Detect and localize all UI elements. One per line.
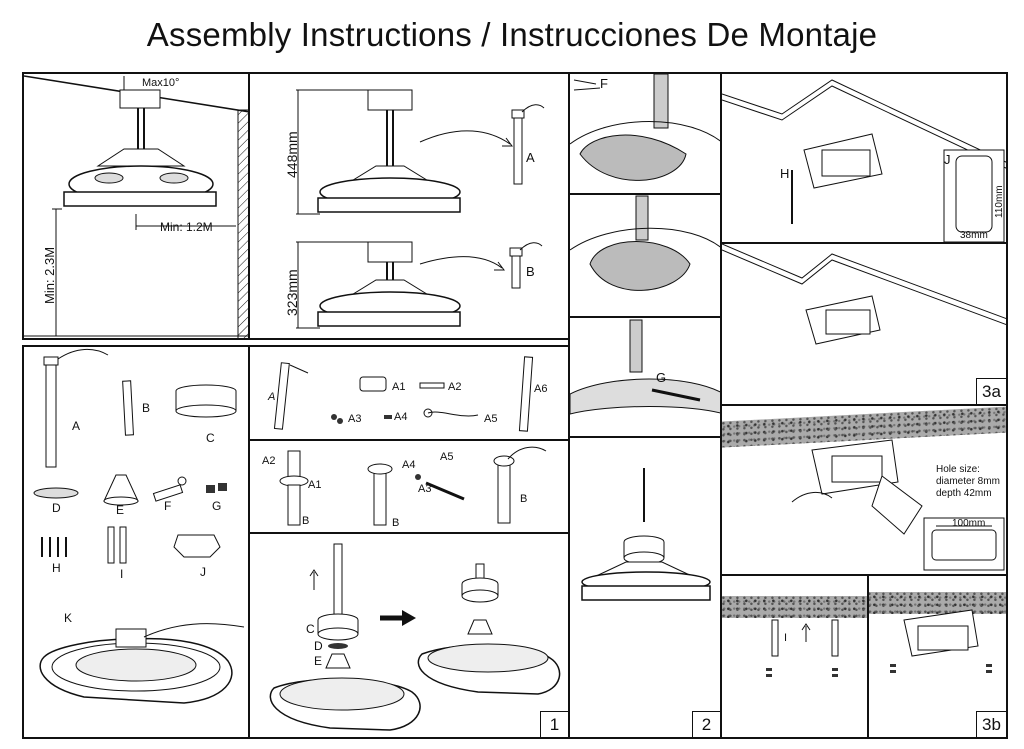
- rod-part-a-label: A: [268, 391, 276, 403]
- rod-part-a4-label: A4: [394, 411, 408, 423]
- parts-drawing: [33, 349, 245, 704]
- rod-part-a5-label: A5: [484, 413, 498, 425]
- step1-e-label: E: [314, 654, 323, 668]
- panel-step-1: C D E 1: [248, 532, 570, 739]
- part-j-label: J: [200, 565, 206, 579]
- step-1-number: 1: [540, 711, 568, 737]
- panel-downrod-heights: 448mm 323mm A B: [248, 72, 570, 340]
- step1-d-label: D: [314, 639, 323, 653]
- hole-depth: depth 42mm: [936, 488, 992, 499]
- height-448mm-label: 448mm: [284, 131, 300, 178]
- panel-step-2: 2: [568, 436, 722, 739]
- panel-step-3a: H J 110mm 38mm 3a: [720, 72, 1008, 406]
- part-e-label: E: [116, 503, 125, 517]
- drilling-drawing: [791, 439, 1005, 571]
- rod-part-a6-label: A6: [534, 383, 548, 395]
- panel-step-3b: I 3b: [720, 574, 1008, 739]
- page-title: Assembly Instructions / Instrucciones De…: [146, 16, 878, 53]
- downrod-height-drawing: [296, 89, 545, 329]
- step-1-drawing: [269, 543, 561, 731]
- mounting-bracket-drawing: [722, 79, 1006, 345]
- part-d-label: D: [52, 501, 61, 515]
- rod-b-label: B: [526, 264, 535, 279]
- ceiling-texture-right: [868, 592, 1006, 614]
- canopy-screw-drawing: [570, 74, 720, 415]
- part-a-label: A: [72, 419, 81, 433]
- max-angle-label: Max10°: [142, 77, 180, 89]
- part-f-label: F: [164, 499, 172, 513]
- step3a-j-label: J: [944, 152, 951, 167]
- min-wall-distance-label: Min: 1.2M: [160, 220, 213, 234]
- step-2-drawing: [581, 468, 711, 601]
- part-k-label: K: [64, 611, 73, 625]
- panel-step-f-g: F G: [568, 72, 722, 438]
- panel-downrod-parts: A A1 A2 A3 A4 A5 A6: [248, 345, 570, 441]
- assembly-a4-label: A4: [402, 459, 416, 471]
- panel-parts-list: A B C D E F G H I J K: [22, 345, 250, 739]
- anchor-install-drawing: [766, 576, 992, 737]
- rod-part-a3-label: A3: [348, 413, 362, 425]
- assembly-a1-label: A1: [308, 479, 322, 491]
- assembly-b3-label: B: [520, 493, 528, 505]
- part-g-label: G: [212, 499, 222, 513]
- hole-size-title: Hole size:: [936, 464, 980, 475]
- height-323mm-label: 323mm: [284, 269, 300, 316]
- bracket-height-label: 110mm: [994, 185, 1005, 218]
- step-g-label: G: [656, 370, 667, 385]
- assembly-b1-label: B: [302, 515, 310, 527]
- ceiling-fan-clearance-drawing: [24, 75, 248, 338]
- part-b-label: B: [142, 401, 151, 415]
- step-3a-number: 3a: [976, 378, 1006, 404]
- hole-spacing: 100mm: [952, 518, 986, 529]
- downrod-parts-drawing: [273, 356, 534, 432]
- step-f-label: F: [600, 76, 608, 91]
- rod-a-label: A: [526, 150, 535, 165]
- assembly-a3-label: A3: [418, 483, 432, 495]
- step-2-number: 2: [692, 711, 720, 737]
- min-floor-height-label: Min: 2.3M: [42, 246, 57, 304]
- rod-part-a1-label: A1: [392, 381, 406, 393]
- part-h-label: H: [52, 561, 61, 575]
- assembly-a5-label: A5: [440, 451, 454, 463]
- panel-downrod-assembly: A2 A1 B A4 A5 A3 B B: [248, 439, 570, 534]
- panel-installation-clearance: Max10° Min: 1.2M Min: 2.3M: [22, 72, 250, 340]
- assembly-a2-label: A2: [262, 455, 276, 467]
- downrod-assembly-drawing: [279, 446, 547, 526]
- step3a-h-label: H: [780, 166, 790, 181]
- step3b-i-label: I: [784, 632, 788, 644]
- bracket-width-label: 38mm: [960, 230, 988, 241]
- part-i-label: I: [120, 567, 124, 581]
- step-3b-number: 3b: [976, 711, 1006, 737]
- part-c-label: C: [206, 431, 215, 445]
- panel-drilling: Hole size: diameter 8mm depth 42mm 100mm: [720, 404, 1008, 576]
- assembly-b2-label: B: [392, 517, 400, 529]
- hole-diameter: diameter 8mm: [936, 476, 1000, 487]
- step1-c-label: C: [306, 622, 315, 636]
- ceiling-texture-left: [722, 596, 868, 618]
- rod-part-a2-label: A2: [448, 381, 462, 393]
